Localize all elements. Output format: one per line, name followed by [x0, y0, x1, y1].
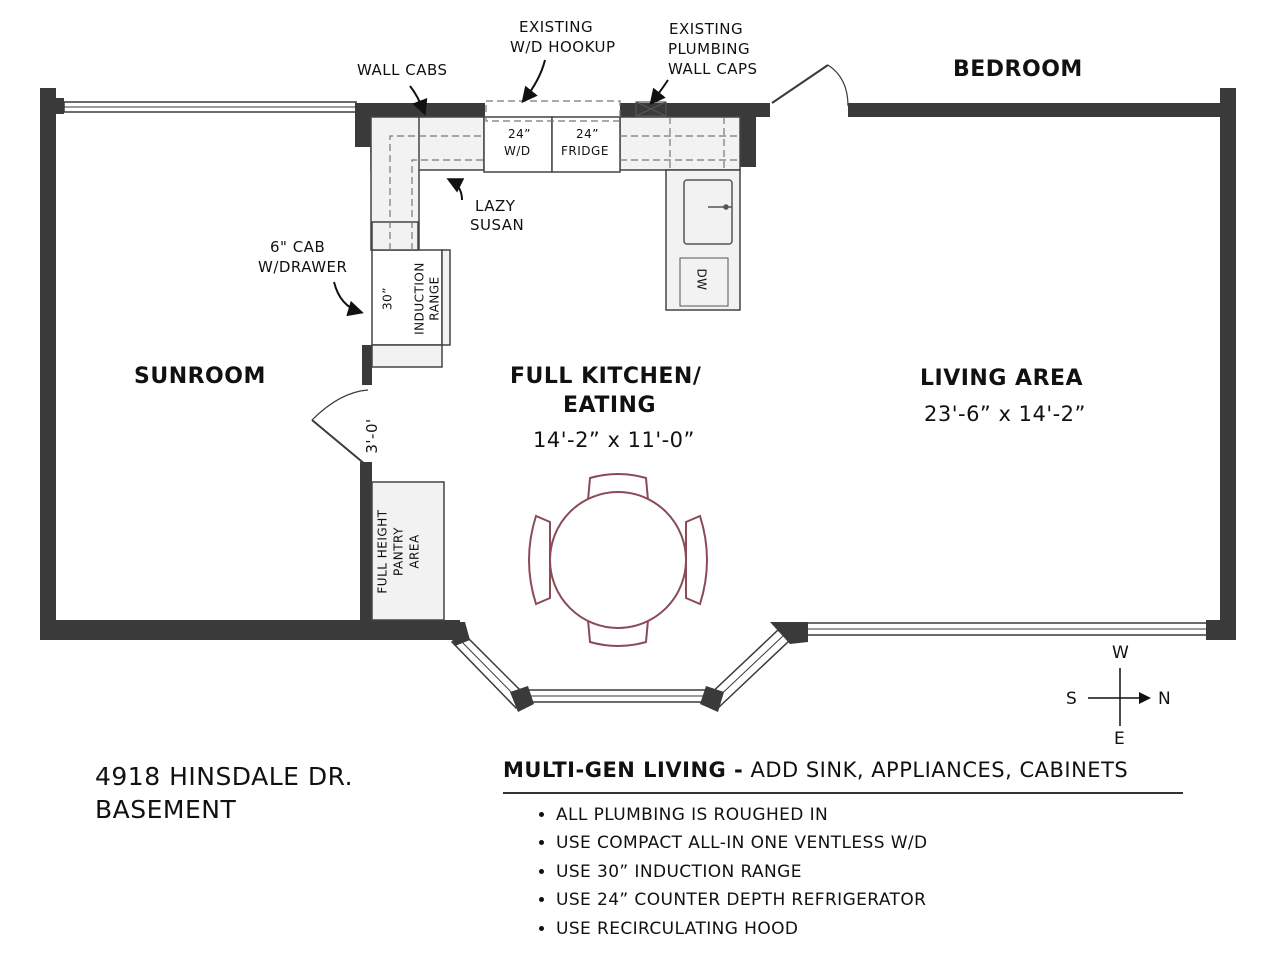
interior-walls	[355, 103, 756, 622]
pantry-label-line3: AREA	[407, 534, 422, 569]
fridge-size-label: 24”	[576, 127, 599, 141]
pantry-label-line1: FULL HEIGHT	[375, 509, 390, 594]
dishwasher	[679, 257, 729, 307]
wd-hookup-callout-line2: W/D HOOKUP	[510, 38, 616, 56]
range-size-label: 30”	[380, 287, 395, 310]
sunroom-door	[311, 389, 369, 466]
sink	[683, 179, 733, 245]
dishwasher-label: DW	[694, 268, 709, 291]
sunroom-label: SUNROOM	[134, 364, 266, 389]
wd-label: W/D	[504, 144, 531, 158]
pantry-label-line2: PANTRY	[391, 527, 406, 576]
range-label-line3: RANGE	[427, 276, 442, 321]
note-item: USE COMPACT ALL-IN ONE VENTLESS W/D	[556, 829, 928, 857]
address-line1: 4918 HINSDALE DR.	[95, 762, 354, 791]
compass-north: N	[1158, 689, 1172, 709]
bedroom-door	[771, 64, 849, 107]
cabinets	[370, 116, 741, 621]
note-item: USE RECIRCULATING HOOD	[556, 915, 928, 943]
wd-hookup-callout-line1: EXISTING	[519, 18, 594, 36]
compass-south: S	[1066, 689, 1078, 709]
address-line2: BASEMENT	[95, 795, 237, 824]
notes-title-bold: MULTI-GEN LIVING -	[503, 758, 744, 782]
notes-list: ALL PLUMBING IS ROUGHED IN USE COMPACT A…	[518, 801, 928, 943]
wall-cabs-callout: WALL CABS	[357, 61, 448, 79]
exterior-walls	[40, 88, 1236, 640]
compass-east: E	[1114, 729, 1126, 749]
callout-arrows	[333, 59, 669, 317]
dining-table	[528, 473, 708, 647]
note-item: USE 30” INDUCTION RANGE	[556, 858, 928, 886]
plumbing-callout-line1: EXISTING	[669, 20, 744, 38]
wd-size-label: 24”	[508, 127, 531, 141]
lazy-susan-callout-line1: LAZY	[475, 197, 516, 215]
living-area-label: LIVING AREA	[920, 366, 1084, 391]
kitchen-label-line2: EATING	[563, 393, 657, 418]
fridge-label: FRIDGE	[561, 144, 609, 158]
notes-divider	[503, 792, 1183, 794]
plumbing-callout-line2: PLUMBING	[668, 40, 751, 58]
living-area-dimensions: 23'-6” x 14'-2”	[924, 402, 1086, 426]
cab-drawer-callout-line1: 6" CAB	[270, 238, 326, 256]
address-block: 4918 HINSDALE DR. BASEMENT	[95, 760, 353, 826]
note-item: ALL PLUMBING IS ROUGHED IN	[556, 801, 928, 829]
wall-cabinet-outlines	[389, 100, 740, 250]
notes-title-rest: ADD SINK, APPLIANCES, CABINETS	[743, 758, 1129, 782]
lazy-susan-callout-line2: SUSAN	[470, 216, 525, 234]
compass-arrows	[1088, 668, 1151, 726]
note-item: USE 24” COUNTER DEPTH REFRIGERATOR	[556, 886, 928, 914]
kitchen-dimensions: 14'-2” x 11'-0”	[533, 428, 695, 452]
cab-drawer-callout-line2: W/DRAWER	[258, 258, 348, 276]
plumbing-callout-line3: WALL CAPS	[668, 60, 758, 78]
compass-west: W	[1112, 643, 1130, 663]
door-dimension-label: 3'-0'	[363, 418, 381, 454]
bedroom-label: BEDROOM	[953, 57, 1083, 82]
notes-title: MULTI-GEN LIVING - ADD SINK, APPLIANCES,…	[503, 758, 1128, 782]
bay-posts	[445, 622, 808, 712]
kitchen-label-line1: FULL KITCHEN/	[510, 364, 702, 389]
